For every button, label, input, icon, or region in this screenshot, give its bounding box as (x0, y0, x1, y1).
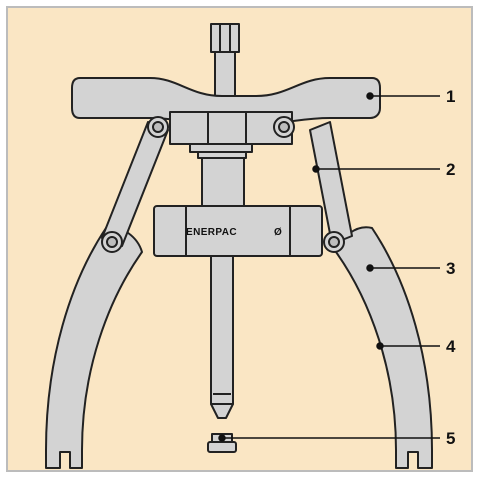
callout-number-4: 4 (446, 337, 456, 356)
screw-point-adapter (207, 441, 237, 453)
lower-screw-rod (201, 149, 245, 213)
hub-collar-lower (197, 151, 247, 159)
brand-mark: Ø (274, 227, 282, 238)
crossbar (71, 77, 381, 125)
screw-point (210, 403, 234, 419)
center-hub (169, 111, 293, 145)
callout-number-2: 2 (446, 160, 455, 179)
puller-drawing (45, 23, 433, 469)
left-jaw (45, 226, 143, 469)
forcing-screw (210, 251, 234, 405)
callout-leaders (218, 92, 440, 442)
screw-hex-head (210, 23, 240, 53)
jaw-body-plate (153, 205, 323, 257)
callout-number-3: 3 (446, 259, 455, 278)
callout-number-5: 5 (446, 429, 455, 448)
right-link-arm (309, 121, 353, 245)
callout-number-1: 1 (446, 87, 455, 106)
hub-collar (189, 143, 253, 153)
diagram-frame-border (6, 6, 473, 472)
brand-label: ENERPAC (186, 227, 237, 238)
